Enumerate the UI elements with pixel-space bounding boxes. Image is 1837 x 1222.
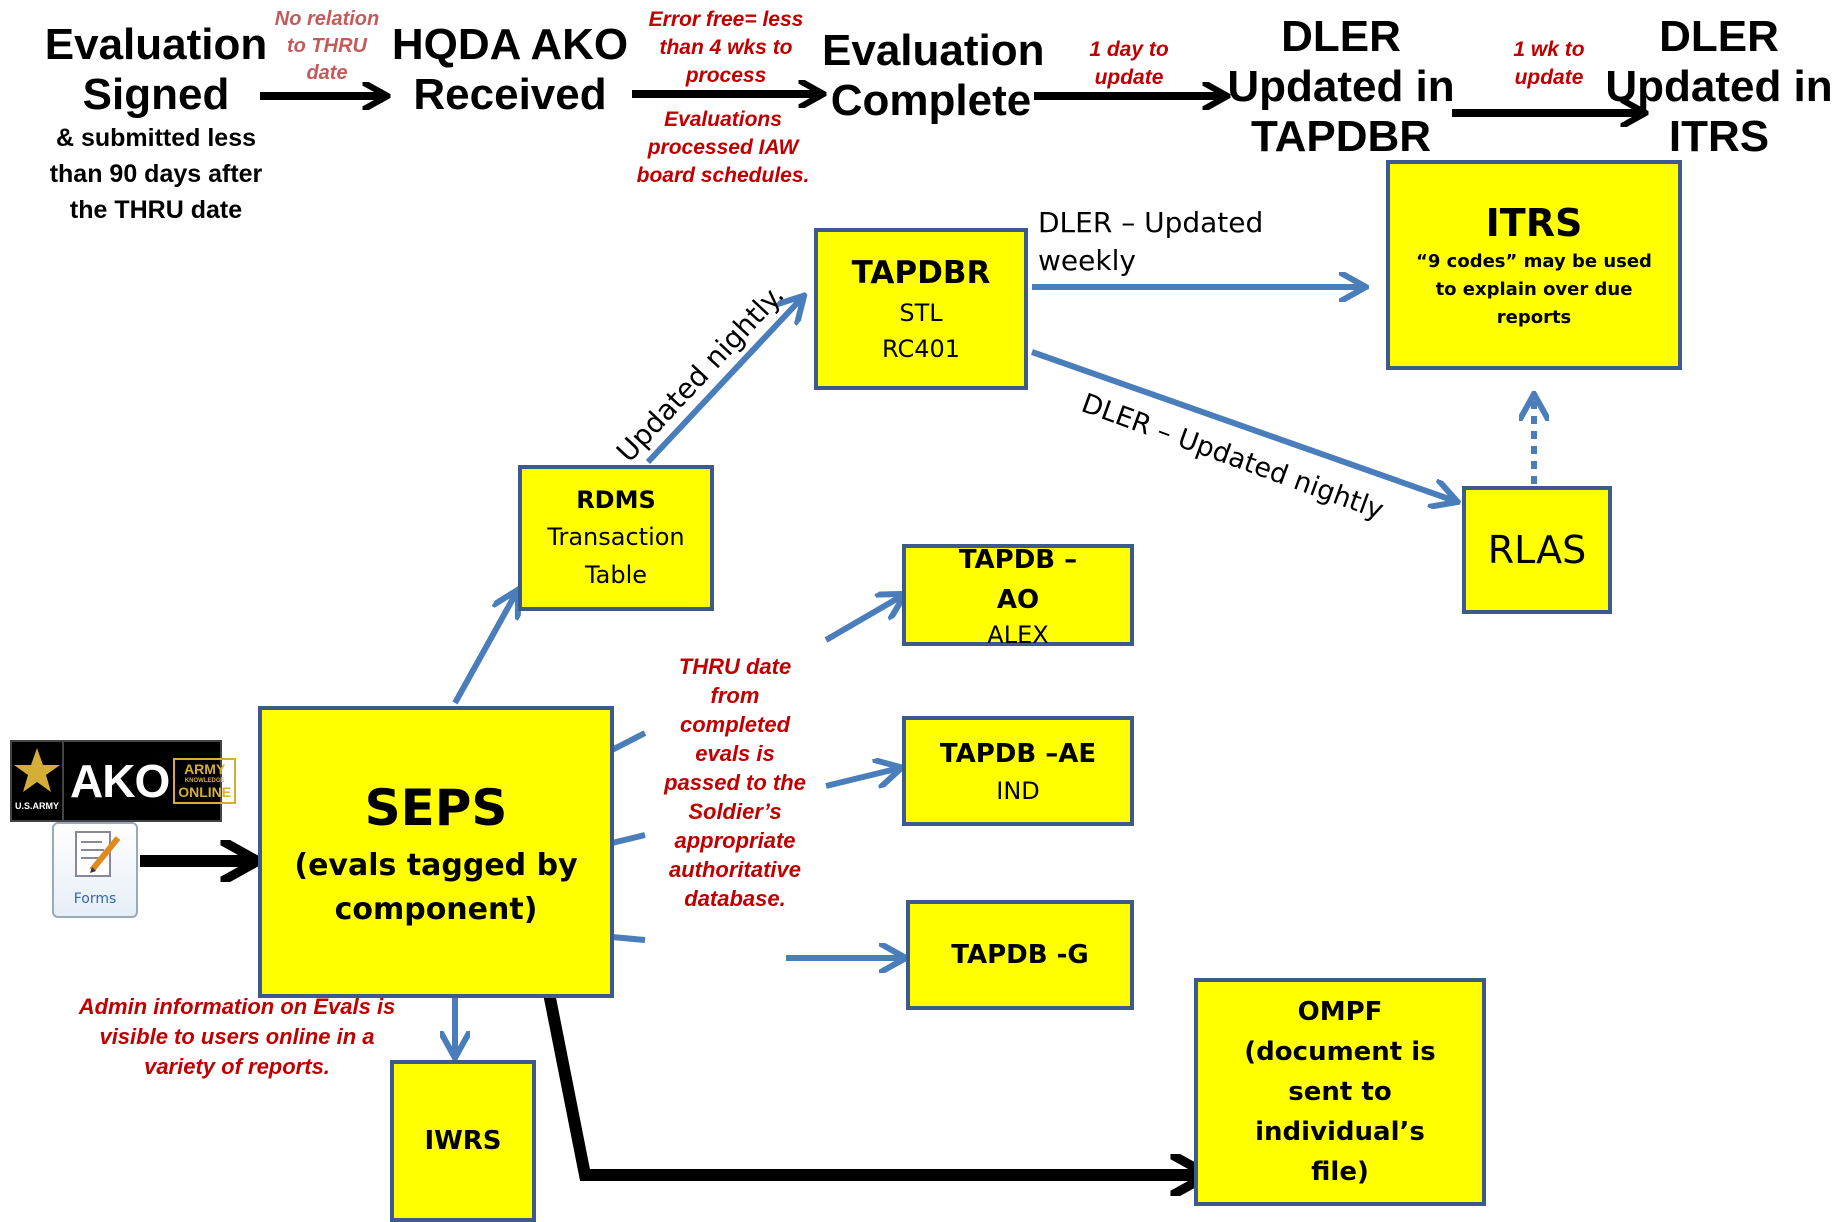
ompf-box: OMPF (document is sent to individual’s f… — [1194, 978, 1486, 1206]
arrow-seps-to-g-stub — [611, 934, 646, 943]
tapdbr-title: TAPDBR — [851, 255, 991, 291]
arrow2-note-a: Error free= less than 4 wks to process — [648, 8, 804, 87]
forms-label: Forms — [73, 891, 117, 907]
rdms-box: RDMS Transaction Table — [518, 465, 714, 611]
arrow-seps-to-ae-stub — [611, 832, 646, 846]
itrs-title: ITRS — [1485, 201, 1583, 245]
step-evaluation-signed: Evaluation Signed — [44, 20, 268, 119]
tapdb-ae-title: TAPDB –AE — [939, 739, 1097, 769]
ompf-title: OMPF — [1297, 997, 1383, 1027]
ako-logo-sub: ARMY KNOWLEDGE ONLINE — [173, 758, 237, 804]
arrow3-note: 1 day to update — [1089, 38, 1169, 89]
arrow2-note-b: Evaluations processed IAW board schedule… — [636, 108, 810, 187]
forms-icon[interactable]: Forms — [52, 822, 138, 918]
tapdbr-line1: STL — [899, 299, 943, 327]
ako-logo[interactable]: AKO ARMY KNOWLEDGE ONLINE — [62, 740, 237, 822]
tapdb-ao-sub: ALEX — [987, 621, 1049, 649]
ompf-sub: (document is sent to individual’s file) — [1244, 1037, 1436, 1187]
tapdb-ao-box: TAPDB – AO ALEX — [902, 544, 1134, 649]
ako-sub-knowledge: KNOWLEDGE — [184, 778, 225, 784]
tapdb-g-title: TAPDB -G — [951, 940, 1089, 970]
document-edit-icon — [75, 831, 121, 877]
ako-sub-army: ARMY — [184, 761, 226, 777]
step-evaluation-complete: Evaluation Complete — [822, 26, 1045, 125]
seps-title: SEPS — [364, 779, 508, 837]
tapdb-ae-sub: IND — [996, 777, 1040, 805]
rlas-box: RLAS — [1462, 486, 1612, 614]
thru-date-note: THRU date from completed evals is passed… — [664, 654, 806, 911]
rdms-title: RDMS — [576, 486, 656, 514]
arrow-seps-to-ao-stub — [610, 730, 647, 753]
itrs-sub: “9 codes” may be used to explain over du… — [1416, 251, 1652, 328]
tapdbr-line2: RC401 — [881, 335, 961, 363]
army-star-icon — [14, 748, 60, 792]
army-logo: U.S.ARMY — [10, 740, 64, 822]
tapdb-ae-box: TAPDB –AE IND — [902, 716, 1134, 826]
arrow-tapdbr-to-rlas — [1031, 349, 1452, 500]
arrow1-note: No relation to THRU date — [274, 8, 380, 84]
step-hqda-received: HQDA AKO Received — [391, 20, 629, 119]
rlas-title: RLAS — [1487, 528, 1587, 572]
arrow-seps-to-rdms — [452, 595, 515, 705]
seps-sub: (evals tagged by component) — [294, 848, 578, 927]
arrow-rdms-to-tapdbr — [645, 300, 800, 465]
seps-box: SEPS (evals tagged by component) — [258, 706, 614, 998]
arrow-seps-to-ae — [825, 769, 896, 789]
step-signed-note: & submitted less than 90 days after the … — [49, 124, 263, 224]
ako-logo-text: AKO — [70, 755, 170, 807]
tapdb-g-box: TAPDB -G — [906, 900, 1134, 1010]
tapdb-ao-title: TAPDB – AO — [958, 545, 1078, 615]
step-dler-itrs: DLER Updated in ITRS — [1605, 12, 1833, 161]
tapdbr-box: TAPDBR STL RC401 — [814, 228, 1028, 390]
step-dler-tapdbr: DLER Updated in TAPDBR — [1227, 12, 1455, 161]
dler-weekly-label: DLER – Updated weekly — [1038, 206, 1264, 277]
army-logo-text: U.S.ARMY — [14, 801, 59, 811]
itrs-box: ITRS “9 codes” may be used to explain ov… — [1386, 160, 1682, 370]
iwrs-title: IWRS — [424, 1126, 502, 1156]
arrow-seps-to-ao — [824, 597, 900, 643]
admin-info-note: Admin information on Evals is visible to… — [78, 994, 396, 1079]
arrow4-note: 1 wk to update — [1513, 38, 1585, 89]
ako-sub-online: ONLINE — [178, 784, 232, 800]
iwrs-box: IWRS — [390, 1060, 536, 1222]
arrow-seps-to-ompf — [541, 981, 1200, 1175]
rdms-sub: Transaction Table — [547, 523, 685, 589]
